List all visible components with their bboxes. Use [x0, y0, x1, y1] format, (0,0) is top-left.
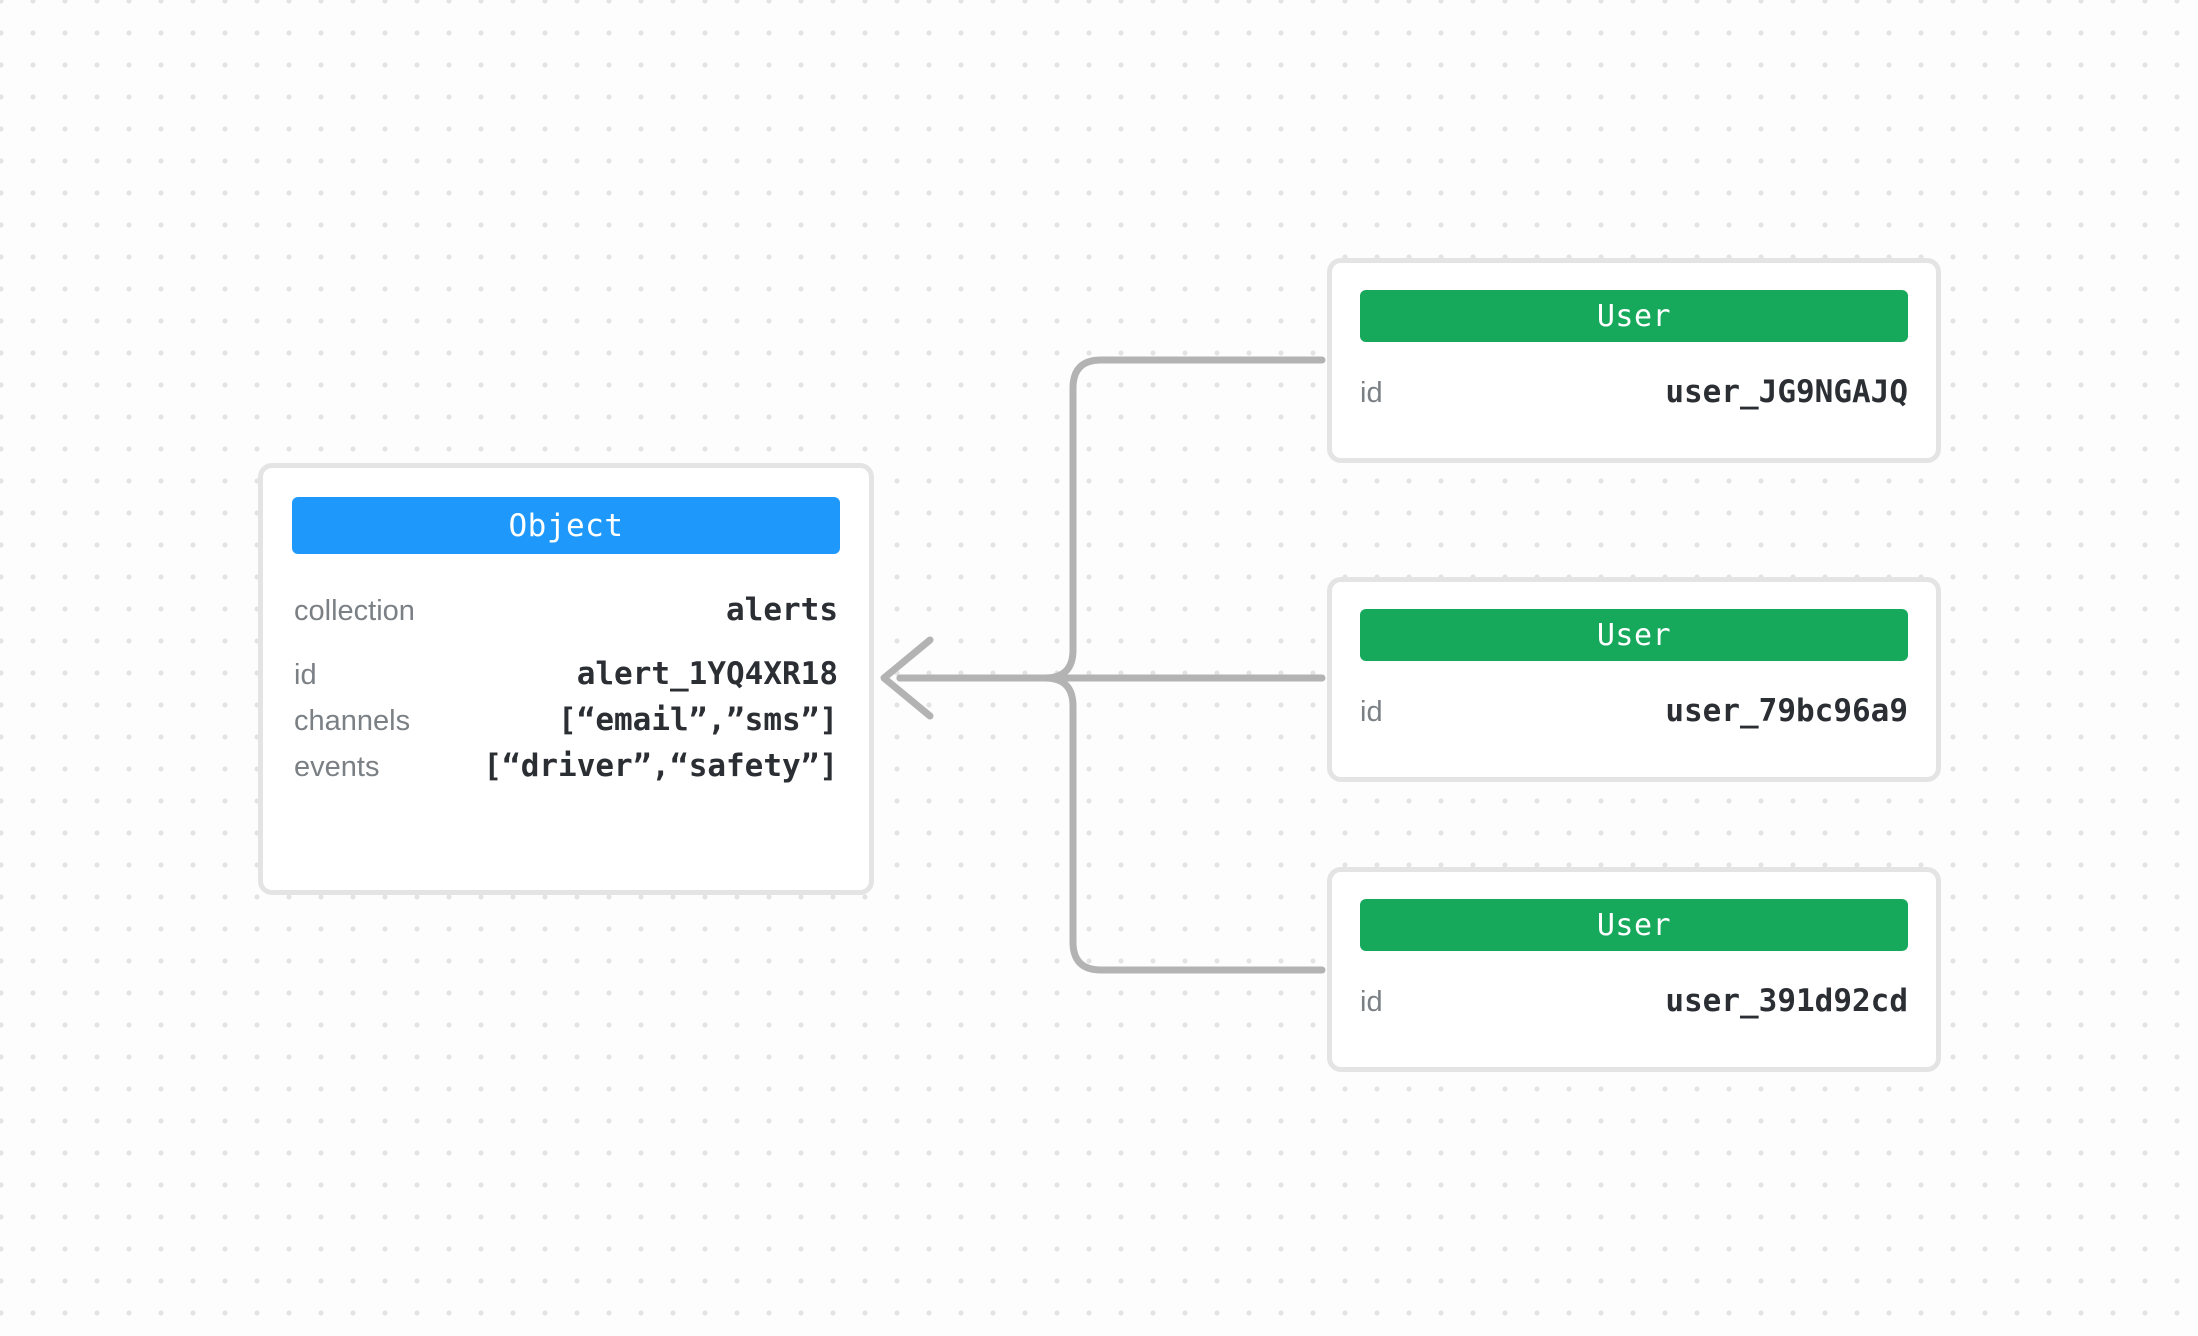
edge-arrowhead-icon [880, 636, 934, 720]
row-key: events [294, 751, 380, 783]
table-row[interactable]: events [“driver”,“safety”] [292, 748, 840, 784]
table-row[interactable]: id user_79bc96a9 [1360, 693, 1908, 729]
row-value: [“email”,”sms”] [558, 702, 838, 738]
row-key: channels [294, 705, 411, 737]
row-value: user_79bc96a9 [1665, 693, 1908, 729]
node-user-1-header: User [1360, 609, 1908, 661]
node-object[interactable]: Object collection alerts id alert_1YQ4XR… [258, 463, 874, 895]
row-value: alert_1YQ4XR18 [576, 656, 838, 692]
row-key: id [1360, 377, 1383, 409]
table-row[interactable]: id user_JG9NGAJQ [1360, 374, 1908, 410]
table-row[interactable]: channels [“email”,”sms”] [292, 702, 840, 738]
row-key: id [1360, 696, 1383, 728]
node-user-2-header: User [1360, 899, 1908, 951]
edge-user-2 [896, 674, 1326, 974]
row-value: [“driver”,“safety”] [483, 748, 838, 784]
row-value: user_JG9NGAJQ [1665, 374, 1908, 410]
table-row[interactable]: collection alerts [292, 592, 840, 628]
node-user-1-rows: id user_79bc96a9 [1360, 693, 1908, 729]
node-user-0-header: User [1360, 290, 1908, 342]
row-value: user_391d92cd [1665, 983, 1908, 1019]
node-object-header: Object [292, 497, 840, 554]
table-row[interactable]: id user_391d92cd [1360, 983, 1908, 1019]
edge-user-0 [896, 356, 1326, 682]
node-object-rows: collection alerts id alert_1YQ4XR18 chan… [292, 592, 840, 794]
row-key: id [1360, 986, 1383, 1018]
row-key: id [294, 659, 317, 691]
node-user-1[interactable]: User id user_79bc96a9 [1327, 577, 1941, 782]
row-value: alerts [726, 592, 838, 628]
node-object-row-group-fields: id alert_1YQ4XR18 channels [“email”,”sms… [292, 656, 840, 794]
node-user-2[interactable]: User id user_391d92cd [1327, 867, 1941, 1072]
node-object-row-group-primary: collection alerts [292, 592, 840, 628]
node-user-0[interactable]: User id user_JG9NGAJQ [1327, 258, 1941, 463]
table-row[interactable]: id alert_1YQ4XR18 [292, 656, 840, 692]
row-key: collection [294, 595, 415, 627]
node-user-0-rows: id user_JG9NGAJQ [1360, 374, 1908, 410]
node-user-2-rows: id user_391d92cd [1360, 983, 1908, 1019]
